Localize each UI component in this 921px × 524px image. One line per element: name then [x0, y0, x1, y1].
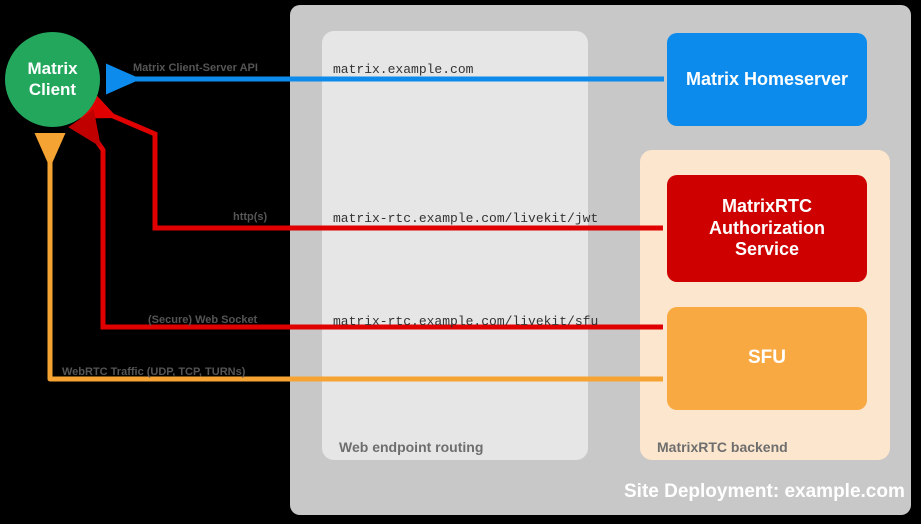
node-matrixrtc-authorization-service[interactable]: MatrixRTC Authorization Service	[667, 175, 867, 282]
node-matrix-homeserver[interactable]: Matrix Homeserver	[667, 33, 867, 126]
node-sfu[interactable]: SFU	[667, 307, 867, 410]
edge-authorization-http	[79, 89, 663, 231]
edge-sfu-websocket	[68, 109, 663, 330]
node-matrix-client-line1: Matrix	[27, 58, 78, 78]
edge-webrtc-traffic	[34, 132, 663, 382]
edge-label-secure-web-socket: (Secure) Web Socket	[148, 314, 258, 326]
node-sfu-label: SFU	[748, 347, 786, 369]
edge-label-webrtc-traffic: WebRTC Traffic (UDP, TCP, TURNs)	[62, 366, 246, 378]
node-matrix-homeserver-label: Matrix Homeserver	[685, 68, 849, 89]
node-auth-line1: MatrixRTC	[721, 196, 812, 217]
node-matrix-client-line2: Client	[28, 79, 77, 99]
caption-site-deployment: Site Deployment: example.com	[624, 481, 905, 502]
node-matrix-client[interactable]: Matrix Client	[5, 32, 100, 127]
endpoint-label-matrix-example-com: matrix.example.com	[333, 62, 474, 77]
container-web-endpoint-routing	[322, 31, 588, 460]
edge-label-http-s: http(s)	[233, 211, 268, 223]
node-auth-line3: Service	[734, 239, 800, 260]
caption-matrixrtc-backend: MatrixRTC backend	[657, 439, 788, 455]
endpoint-label-livekit-sfu: matrix-rtc.example.com/livekit/sfu	[333, 314, 599, 329]
node-auth-line2: Authorization	[709, 217, 825, 238]
caption-web-endpoint-routing: Web endpoint routing	[339, 439, 484, 455]
endpoint-label-livekit-jwt: matrix-rtc.example.com/livekit/jwt	[333, 211, 599, 226]
edge-label-matrix-client-server-api: Matrix Client-Server API	[133, 62, 258, 74]
